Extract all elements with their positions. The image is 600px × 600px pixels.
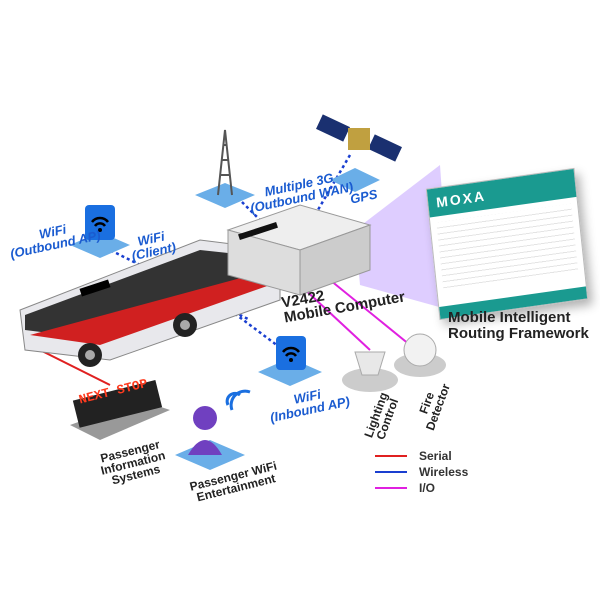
legend-swatch-wireless: [375, 471, 407, 473]
legend-swatch-io: [375, 487, 407, 489]
legend-swatch-serial: [375, 455, 407, 457]
legend-serial: Serial: [375, 448, 468, 464]
cell-tower-icon: [195, 129, 255, 208]
io-link-fire: [329, 279, 411, 346]
wifi-outbound-ap-icon: [70, 205, 130, 258]
legend-label: Wireless: [419, 465, 469, 479]
screen-content: [436, 203, 579, 293]
fire-detector-icon: [394, 333, 446, 377]
legend-label: I/O: [419, 481, 436, 495]
bus-image: [19, 239, 281, 367]
wifi-inbound-ap-icon: [258, 336, 322, 386]
next-stop-display: [70, 380, 170, 440]
passenger-wifi-icon: [175, 389, 251, 470]
framework-screenshot: MOXA: [425, 167, 589, 321]
legend-label: Serial: [419, 449, 452, 463]
legend-wireless: Wireless: [375, 464, 468, 480]
v2422-computer-image: [226, 204, 372, 296]
legend: Serial Wireless I/O: [375, 448, 468, 496]
satellite-icon: [316, 114, 402, 192]
legend-io: I/O: [375, 480, 468, 496]
lighting-control-icon: [342, 351, 398, 392]
io-link-lighting: [299, 284, 371, 351]
